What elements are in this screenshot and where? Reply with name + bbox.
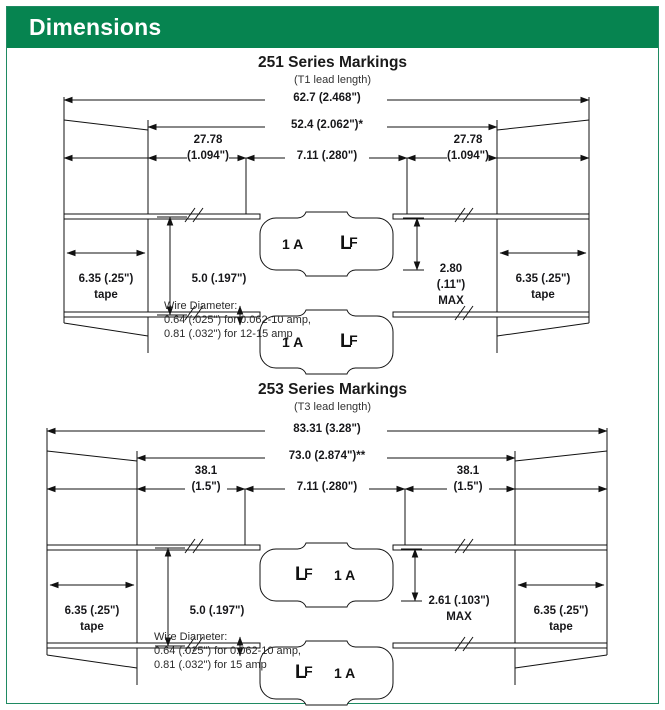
diagram-251-drawing [63,96,590,375]
dim-lead-to-lead-251: 52.4 (2.062")* [291,119,363,131]
littelfuse-lf-logo-upper-251: LF [340,233,358,254]
dim-tape-left-label-253: tape [80,621,104,633]
dim-lead-to-lead-253: 73.0 (2.874")** [288,450,366,462]
dim-body-length-253: 7.11 (.280") [296,481,358,493]
dim-body-diameter-qualifier-251: MAX [438,295,464,307]
dim-right-lead-imperial-251: (1.094") [447,150,489,162]
fuse-marking-rating-lower-251: 1 A [282,334,304,350]
wire-note-heading-253: Wire Diameter: [154,631,228,643]
diagram-253-drawing [46,427,608,706]
littelfuse-lf-logo-upper-253: LF [295,564,313,585]
diagram-251-title: 251 Series Markings [257,54,408,71]
dim-tape-spacing-253: 5.0 (.197") [189,605,245,617]
dim-body-diameter-qualifier-253: MAX [446,611,472,623]
dim-tape-spacing-251: 5.0 (.197") [191,273,247,285]
fuse-marking-rating-upper-253: 1 A [334,567,356,583]
dim-tape-right-value-253: 6.35 (.25") [533,605,589,617]
littelfuse-lf-logo-lower-251: LF [340,331,358,352]
diagram-253-title: 253 Series Markings [257,381,408,398]
dim-overall-length-253: 83.31 (3.28") [293,423,361,435]
dim-body-diameter-imperial-251: (.11") [436,279,466,291]
dim-tape-right-value-251: 6.35 (.25") [515,273,571,285]
dim-right-lead-metric-251: 27.78 [453,134,483,146]
fuse-marking-rating-upper-251: 1 A [282,236,304,252]
dim-tape-left-label-251: tape [94,289,118,301]
wire-note-line2-253: 0.81 (.032") for 15 amp [154,659,267,671]
diagram-253-series: 253 Series Markings (T3 lead length) [7,373,658,706]
diagram-253-subtitle: (T3 lead length) [293,401,372,413]
dim-right-lead-metric-253: 38.1 [456,465,480,477]
littelfuse-lf-logo-lower-253: LF [295,662,313,683]
page-title: Dimensions [29,14,162,40]
dim-left-lead-imperial-251: (1.094") [187,150,229,162]
wire-note-heading-251: Wire Diameter: [164,300,238,312]
fuse-marking-rating-lower-253: 1 A [334,665,356,681]
dim-left-lead-metric-251: 27.78 [193,134,223,146]
dim-body-diameter-value-253: 2.61 (.103") [428,595,490,607]
diagram-251-series: 251 Series Markings (T1 lead length) [7,48,658,375]
dim-tape-left-value-253: 6.35 (.25") [64,605,120,617]
wire-note-line2-251: 0.81 (.032") for 12-15 amp [164,328,293,340]
dim-right-lead-imperial-253: (1.5") [453,481,483,493]
diagram-251-subtitle: (T1 lead length) [293,74,372,86]
dim-tape-right-label-251: tape [531,289,555,301]
dim-body-length-251: 7.11 (.280") [296,150,358,162]
dim-left-lead-imperial-253: (1.5") [191,481,221,493]
dim-overall-length-251: 62.7 (2.468") [293,92,361,104]
dim-tape-left-value-251: 6.35 (.25") [78,273,134,285]
dim-left-lead-metric-253: 38.1 [194,465,218,477]
dim-body-diameter-value-251: 2.80 [439,263,463,275]
dim-tape-right-label-253: tape [549,621,573,633]
section-header-bar: Dimensions [7,7,658,48]
wire-note-line1-251: 0.64 (.025") for 0.062-10 amp, [164,314,311,326]
wire-note-line1-253: 0.64 (.025") for 0.062-10 amp, [154,645,301,657]
